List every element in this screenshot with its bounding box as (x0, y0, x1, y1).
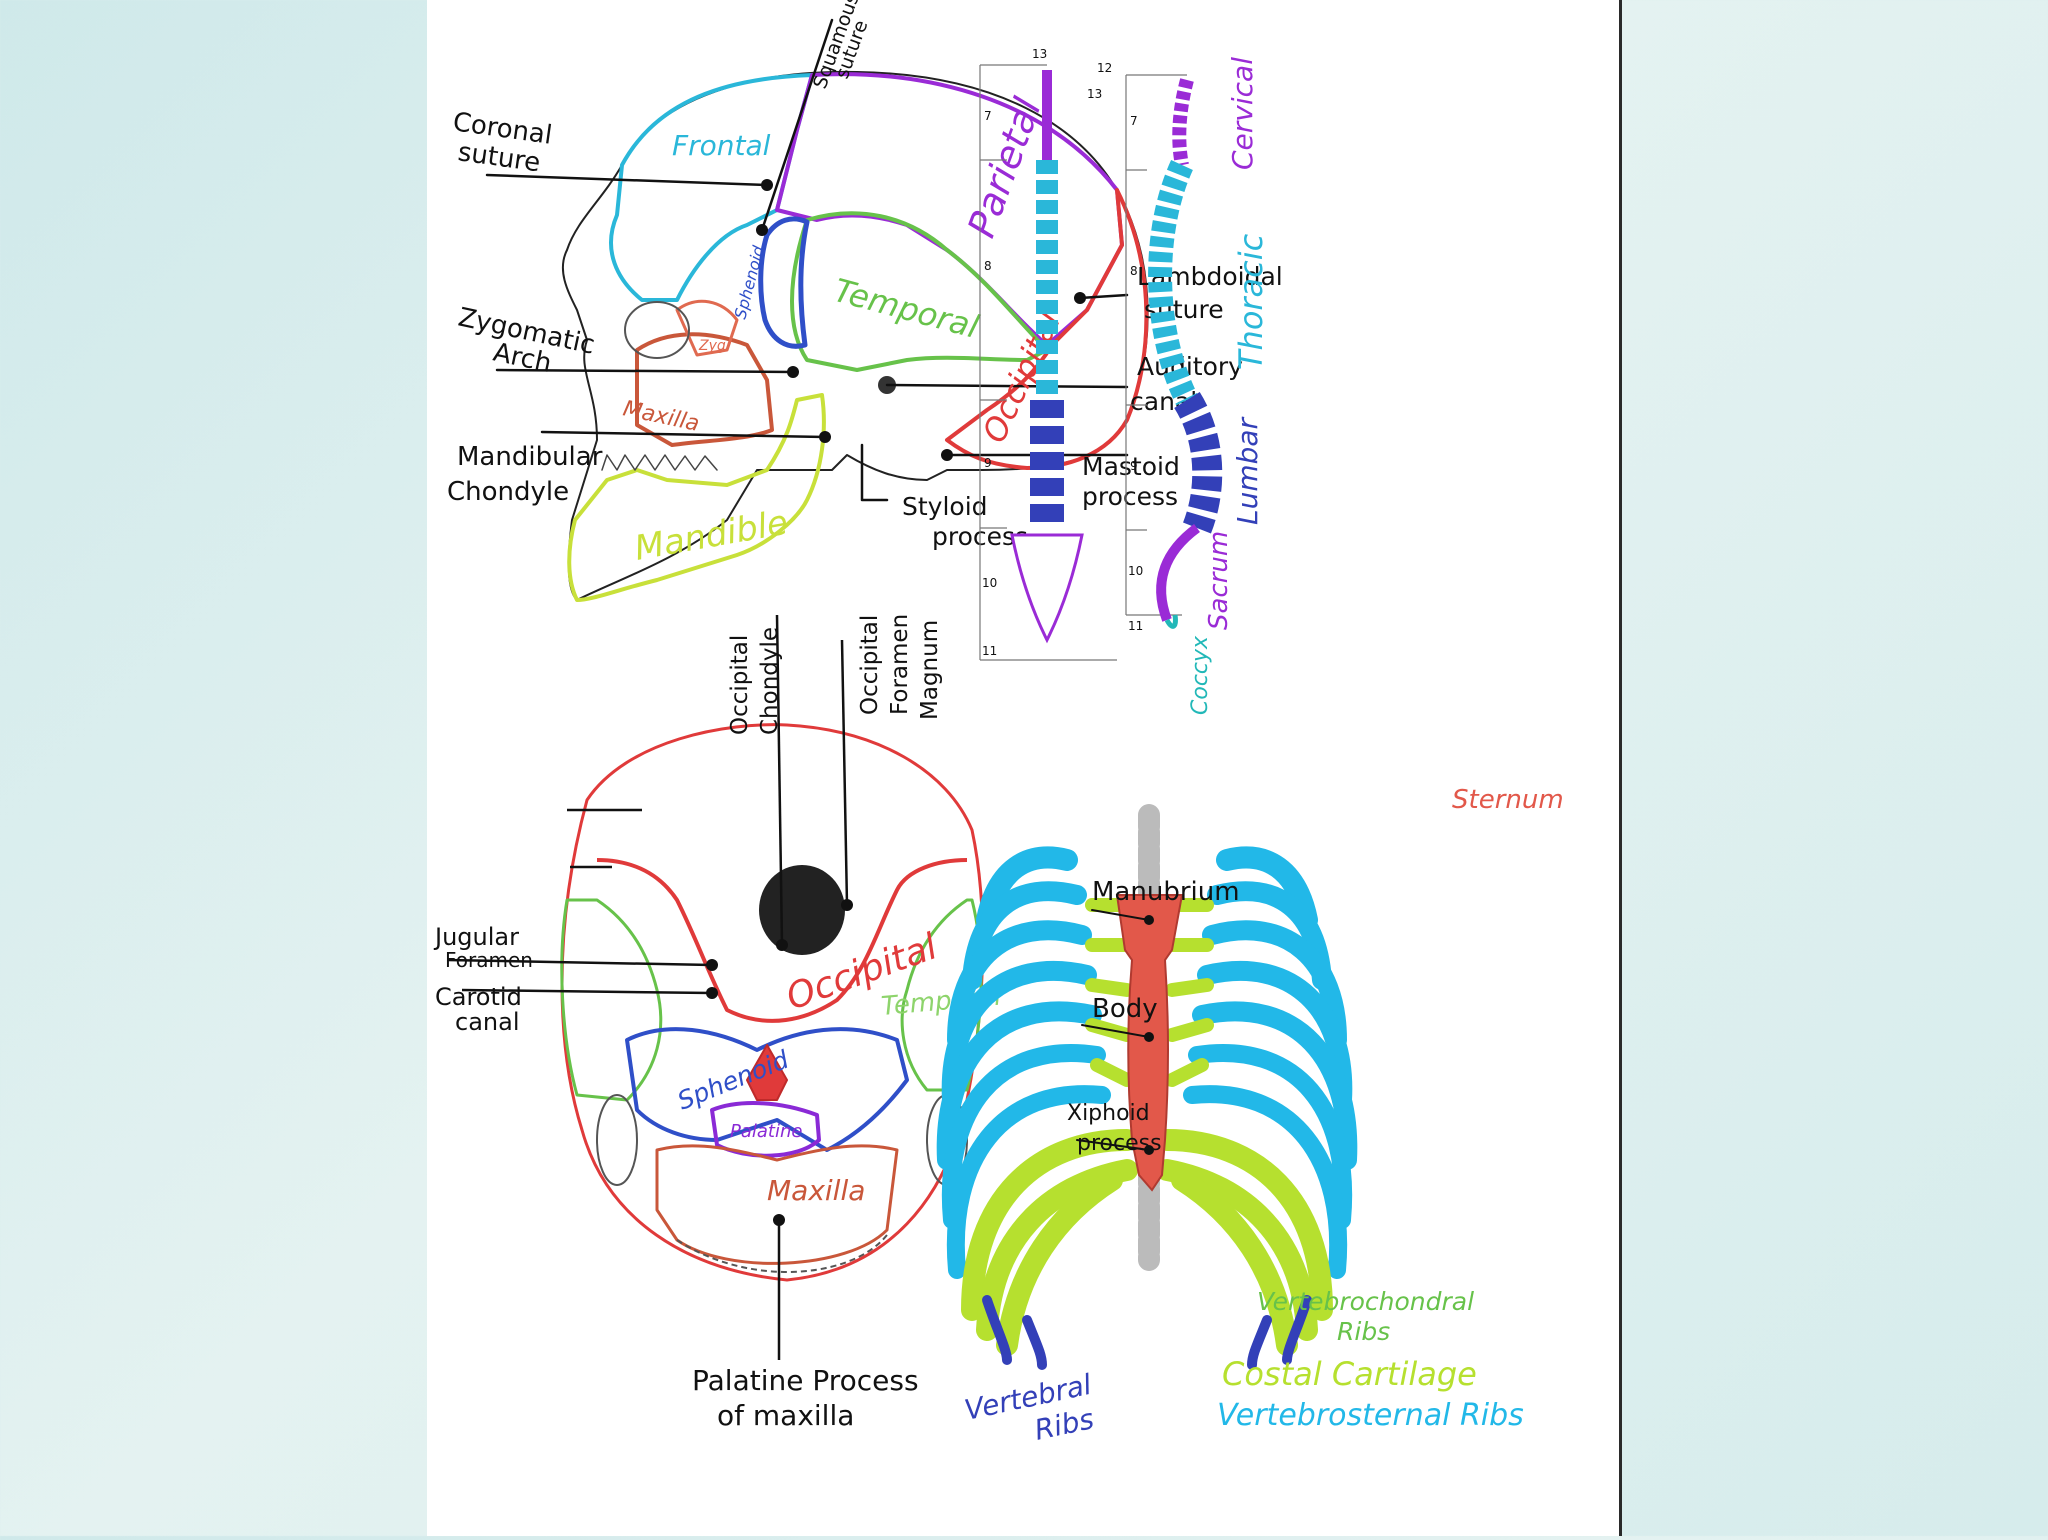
lateral-teeth (602, 455, 717, 470)
lateral-cervical (1179, 80, 1187, 165)
anatomy-worksheet: Frontal Parietal Temporal Occipital Sphe… (427, 0, 1622, 1536)
foramen-magnum-label-3: Magnum (917, 620, 943, 720)
spine-num-13b: 13 (1087, 87, 1102, 101)
label-cervical: Cervical (1226, 57, 1259, 170)
spine-num-7a: 7 (984, 109, 992, 123)
palatine-process-label-1: Palatine Process (692, 1364, 919, 1397)
label-maxilla-inferior: Maxilla (767, 1174, 865, 1207)
lateral-orbit (625, 302, 689, 358)
mandibular-condyle-label-1: Mandibular (457, 442, 603, 472)
label-temporal: Temporal (830, 271, 983, 346)
styloid-process-label-1: Styloid (902, 492, 988, 521)
spine-num-10a: 10 (982, 576, 997, 590)
lateral-sacrum (1161, 528, 1197, 620)
foramen-magnum-label-1: Occipital (857, 615, 883, 715)
foramen-magnum-label-2: Foramen (887, 614, 913, 715)
vertebrosternal-label: Vertebrosternal Ribs (1217, 1398, 1524, 1433)
spine-num-11b: 11 (1128, 619, 1143, 633)
spine-num-11a: 11 (982, 644, 997, 658)
mandibular-condyle-label-2: Chondyle (447, 477, 569, 507)
anterior-sacrum (1012, 535, 1082, 640)
body-label: Body (1092, 994, 1158, 1024)
label-sternum: Sternum (1452, 785, 1564, 815)
spine-num-9b: 9 (1130, 459, 1138, 473)
occipital-condyle-label-2: Chondyle (757, 627, 783, 735)
lateral-lumbar (1187, 400, 1207, 528)
xiphoid-label-1: Xiphoid (1067, 1101, 1150, 1126)
spine-num-13: 13 (1032, 47, 1047, 61)
label-frontal: Frontal (672, 129, 771, 162)
inferior-left-zygomatic-opening (597, 1095, 637, 1185)
label-thoracic: Thoracic (1232, 233, 1270, 370)
spine-num-12: 12 (1097, 61, 1112, 75)
jugular-foramen-label-1: Jugular (433, 923, 519, 951)
label-maxilla-lateral: Maxilla (621, 396, 702, 437)
label-sacrum: Sacrum (1204, 531, 1234, 630)
label-palatine: Palatine (730, 1121, 802, 1142)
spine-num-8b: 8 (1130, 264, 1138, 278)
spine-num-7b: 7 (1130, 114, 1138, 128)
foramen-magnum (759, 865, 845, 955)
spine-region-labels: Cervical Thoracic Lumbar Sacrum Coccyx (1188, 57, 1270, 715)
label-zygomatic: Zyg (698, 338, 726, 354)
occipital-condyle-label-1: Occipital (727, 635, 753, 735)
mastoid-process-label-2: process (1082, 482, 1178, 511)
spine-num-10b: 10 (1128, 564, 1143, 578)
spine-num-8a: 8 (984, 259, 992, 273)
label-mandible: Mandible (632, 503, 791, 569)
vertebrochondral-label-2: Ribs (1337, 1317, 1390, 1346)
vertebrochondral-label-1: Vertebrochondral (1257, 1287, 1474, 1316)
auditory-canal-label-1: Auditory (1137, 352, 1243, 381)
manubrium-label: Manubrium (1092, 877, 1240, 907)
label-coccyx: Coccyx (1188, 635, 1213, 715)
jugular-foramen-label-2: Foramen (445, 948, 533, 972)
costal-cartilage-label: Costal Cartilage (1222, 1355, 1477, 1393)
inferior-skull (447, 615, 983, 1360)
label-lumbar: Lumbar (1231, 416, 1264, 525)
carotid-canal-label-1: Carotid (435, 983, 522, 1011)
xiphoid-label-2: process (1077, 1131, 1162, 1156)
worksheet-drawing: Frontal Parietal Temporal Occipital Sphe… (427, 0, 1619, 1536)
carotid-canal-label-2: canal (455, 1008, 520, 1036)
palatine-process-label-2: of maxilla (717, 1399, 854, 1432)
spine-num-9a: 9 (984, 456, 992, 470)
